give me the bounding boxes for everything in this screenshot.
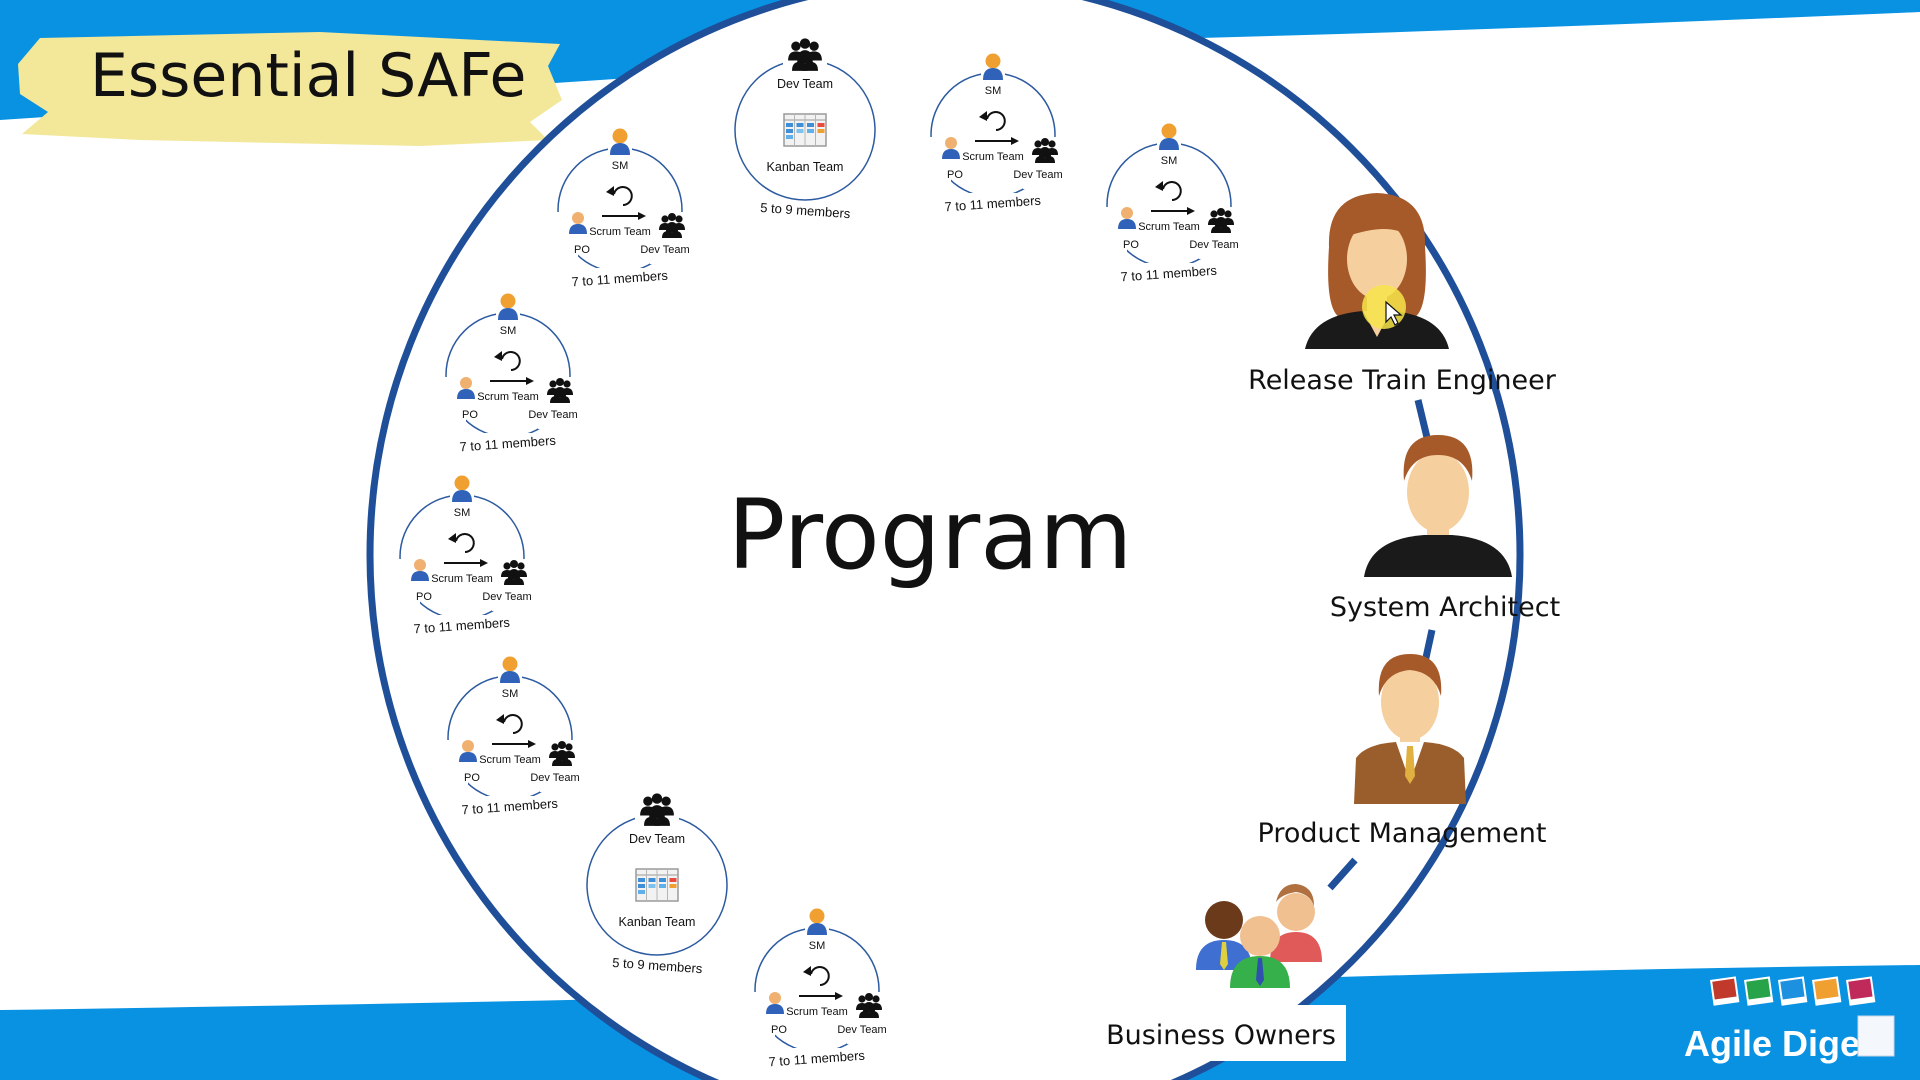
team-size-label: 7 to 11 members xyxy=(768,1048,866,1070)
architect-label: System Architect xyxy=(1330,592,1560,623)
program-label: Program xyxy=(727,479,1132,591)
scrum-team-label: Scrum Team xyxy=(431,573,493,585)
mouse-cursor xyxy=(1385,300,1403,326)
po-label: PO xyxy=(1123,239,1139,251)
dev-team-label: Dev Team xyxy=(528,409,577,421)
sm-label: SM xyxy=(500,325,517,337)
sm-label: SM xyxy=(612,160,629,172)
dev-team-label: Dev Team xyxy=(640,244,689,256)
sm-label: SM xyxy=(454,507,471,519)
scrum-team-5: SM PO Dev Team Scrum Team 7 to 11 members xyxy=(737,908,903,1070)
dev-team-label: Dev Team xyxy=(482,591,531,603)
business-owners-avatar xyxy=(1196,884,1322,988)
kanban-team-label: Kanban Team xyxy=(619,915,696,929)
business-owners-label-box xyxy=(1096,1005,1346,1061)
team-size-label: 7 to 11 members xyxy=(413,615,511,637)
business-owners-label: Business Owners xyxy=(1106,1020,1336,1051)
team-size-label: 7 to 11 members xyxy=(461,796,559,818)
dev-team-icon xyxy=(501,560,527,585)
po-label: PO xyxy=(947,169,963,181)
dev-team-label: Dev Team xyxy=(629,832,685,846)
top-blue-band xyxy=(0,0,1920,120)
dev-team-icon xyxy=(547,378,573,403)
cursor-highlight xyxy=(1362,285,1406,329)
po-label: PO xyxy=(462,409,478,421)
loop-icon xyxy=(455,533,475,553)
loop-arrowhead-icon xyxy=(606,186,614,196)
loop-icon xyxy=(613,186,633,206)
scrum-team-4: SM PO Dev Team Scrum Team 7 to 11 members xyxy=(430,656,596,818)
rte-label: Release Train Engineer xyxy=(1248,365,1557,396)
loop-arrowhead-icon xyxy=(803,966,811,976)
scrum-team-label: Scrum Team xyxy=(479,754,541,766)
po-label: PO xyxy=(464,772,480,784)
sm-label: SM xyxy=(985,85,1002,97)
loop-arrowhead-icon xyxy=(979,111,987,121)
team-size-label: 7 to 11 members xyxy=(459,433,557,455)
loop-icon xyxy=(503,714,523,734)
dev-team-icon xyxy=(549,741,575,766)
dev-team-icon xyxy=(1208,208,1234,233)
scrum-team-label: Scrum Team xyxy=(589,226,651,238)
scrum-team-6: SM PO Dev Team Scrum Team 7 to 11 members xyxy=(913,53,1079,215)
loop-arrowhead-icon xyxy=(494,351,502,361)
scrum-team-3: SM PO Dev Team Scrum Team 7 to 11 members xyxy=(382,475,548,637)
dev-team-label: Dev Team xyxy=(837,1024,886,1036)
dev-team-label: Dev Team xyxy=(1013,169,1062,181)
dev-team-icon xyxy=(1032,138,1058,163)
team-size-label: 7 to 11 members xyxy=(571,268,669,290)
scrum-team-1: SM PO Dev Team Scrum Team 7 to 11 members xyxy=(540,128,706,290)
product-management-label: Product Management xyxy=(1258,818,1547,849)
scrum-team-label: Scrum Team xyxy=(962,151,1024,163)
team-size-label: 7 to 11 members xyxy=(944,193,1042,215)
brand-logo xyxy=(1710,976,1876,1006)
loop-arrowhead-icon xyxy=(448,533,456,543)
team-size-label: 5 to 9 members xyxy=(612,955,704,976)
kanban-board-icon xyxy=(635,868,679,902)
dev-team-label: Dev Team xyxy=(530,772,579,784)
product-management-avatar xyxy=(1354,654,1466,804)
scrum-team-label: Scrum Team xyxy=(477,391,539,403)
po-label: PO xyxy=(574,244,590,256)
dev-team-label: Dev Team xyxy=(777,77,833,91)
sm-label: SM xyxy=(809,940,826,952)
dev-team-icon xyxy=(659,213,685,238)
loop-icon xyxy=(986,111,1006,131)
po-label: PO xyxy=(416,591,432,603)
loop-arrowhead-icon xyxy=(496,714,504,724)
loop-icon xyxy=(1162,181,1182,201)
scrum-team-label: Scrum Team xyxy=(786,1006,848,1018)
po-label: PO xyxy=(771,1024,787,1036)
loop-icon xyxy=(501,351,521,371)
dev-team-icon xyxy=(640,793,674,826)
title-brush xyxy=(18,32,562,146)
dev-team-label: Dev Team xyxy=(1189,239,1238,251)
kanban-board-icon xyxy=(783,113,827,147)
scrum-team-7: SM PO Dev Team Scrum Team 7 to 11 members xyxy=(1089,123,1255,285)
brand-name: Agile Digest xyxy=(1684,1023,1892,1064)
dev-team-icon xyxy=(856,993,882,1018)
slide-title: Essential SAFe xyxy=(90,41,526,111)
dev-team-icon xyxy=(788,38,822,71)
loop-arrowhead-icon xyxy=(1155,181,1163,191)
team-size-label: 7 to 11 members xyxy=(1120,263,1218,285)
team-size-label: 5 to 9 members xyxy=(760,200,852,221)
kanban-team-label: Kanban Team xyxy=(767,160,844,174)
architect-avatar xyxy=(1364,435,1512,577)
loop-icon xyxy=(810,966,830,986)
presenter-thumbnail xyxy=(1857,1015,1895,1057)
sm-label: SM xyxy=(1161,155,1178,167)
scrum-team-2: SM PO Dev Team Scrum Team 7 to 11 members xyxy=(428,293,594,455)
scrum-team-label: Scrum Team xyxy=(1138,221,1200,233)
sm-label: SM xyxy=(502,688,519,700)
